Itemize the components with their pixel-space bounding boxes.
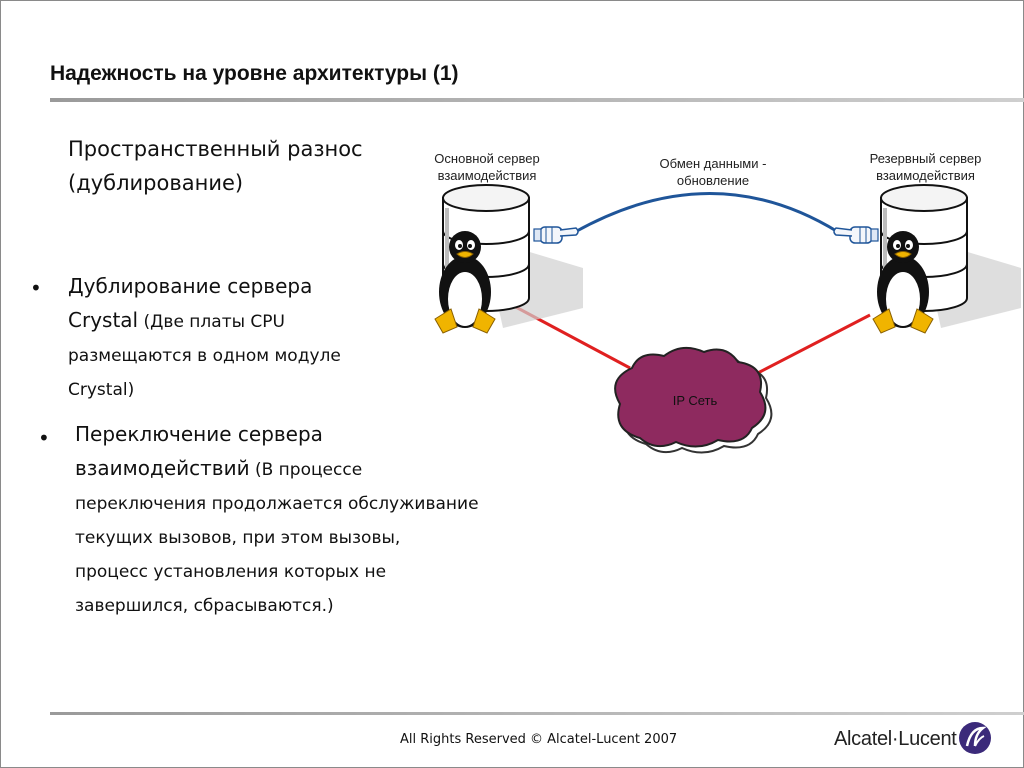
bullet-2-line-5: процесс установления которых не [75, 562, 387, 582]
bullet-1-emphasis: Crystal [68, 308, 139, 332]
bullet-2-line-3: переключения продолжается обслуживание [75, 494, 479, 514]
bullet-1-line-1: Дублирование сервера [68, 274, 313, 298]
pointing-hand-icon [833, 226, 879, 244]
logo-wordmark: Alcatel·Lucent [834, 728, 957, 750]
bullet-1-line-2: Crystal (Две платы CPU [68, 303, 341, 339]
data-exchange-label-line-2: обновление [676, 173, 750, 188]
title-divider [50, 98, 1024, 102]
ip-network-label: IP Сеть [672, 393, 718, 408]
bullet-1-line-3: размещаются в одном модуле [68, 346, 341, 366]
bullet-2-line-6: завершился, сбрасываются.) [75, 596, 334, 616]
bullet-text-2: Переключение сервера взаимодействий (В п… [75, 417, 479, 623]
bullet-marker-1: • [30, 276, 42, 300]
alcatel-lucent-emblem-icon [959, 722, 991, 754]
footer-divider [50, 712, 1024, 715]
bullet-2-line-4: текущих вызовов, при этом вызовы, [75, 528, 401, 548]
bullet-2-note: (В процессе [249, 460, 363, 480]
bullet-1-line-4: Crystal) [68, 380, 135, 400]
bullet-marker-2: • [38, 426, 50, 450]
slide-title: Надежность на уровне архитектуры (1) [50, 62, 459, 85]
alcatel-lucent-logo: Alcatel·Lucent [834, 728, 957, 751]
primary-server-label-line-2: взаимодействия [437, 168, 537, 183]
backup-server-label: Резервный сервер взаимодействия [848, 150, 1003, 184]
cloud-icon [614, 346, 773, 454]
bullet-1-note: (Две платы CPU [138, 312, 286, 332]
backup-server-label-line-2: взаимодействия [876, 168, 975, 183]
data-exchange-label-line-1: Обмен данными - [659, 156, 767, 171]
subtitle: Пространственный разнос (дублирование) [68, 132, 363, 200]
backup-to-network-link [751, 313, 871, 378]
bullet-2-emphasis: взаимодействий [75, 456, 250, 480]
subtitle-line-2: (дублирование) [68, 171, 244, 195]
copyright-text: All Rights Reserved © Alcatel-Lucent 200… [400, 732, 678, 747]
data-exchange-arc [574, 192, 839, 234]
bullet-2-line-2: взаимодействий (В процессе [75, 451, 479, 487]
primary-server-label: Основной сервер взаимодействия [412, 150, 562, 184]
primary-server-label-line-1: Основной сервер [434, 151, 540, 166]
bullet-text-1: Дублирование сервера Crystal (Две платы … [68, 269, 341, 407]
backup-server-label-line-1: Резервный сервер [869, 151, 982, 166]
data-exchange-label: Обмен данными - обновление [638, 155, 788, 189]
pointing-hand-icon [533, 226, 579, 244]
bullet-2-line-1: Переключение сервера [75, 422, 323, 446]
subtitle-line-1: Пространственный разнос [68, 137, 363, 161]
